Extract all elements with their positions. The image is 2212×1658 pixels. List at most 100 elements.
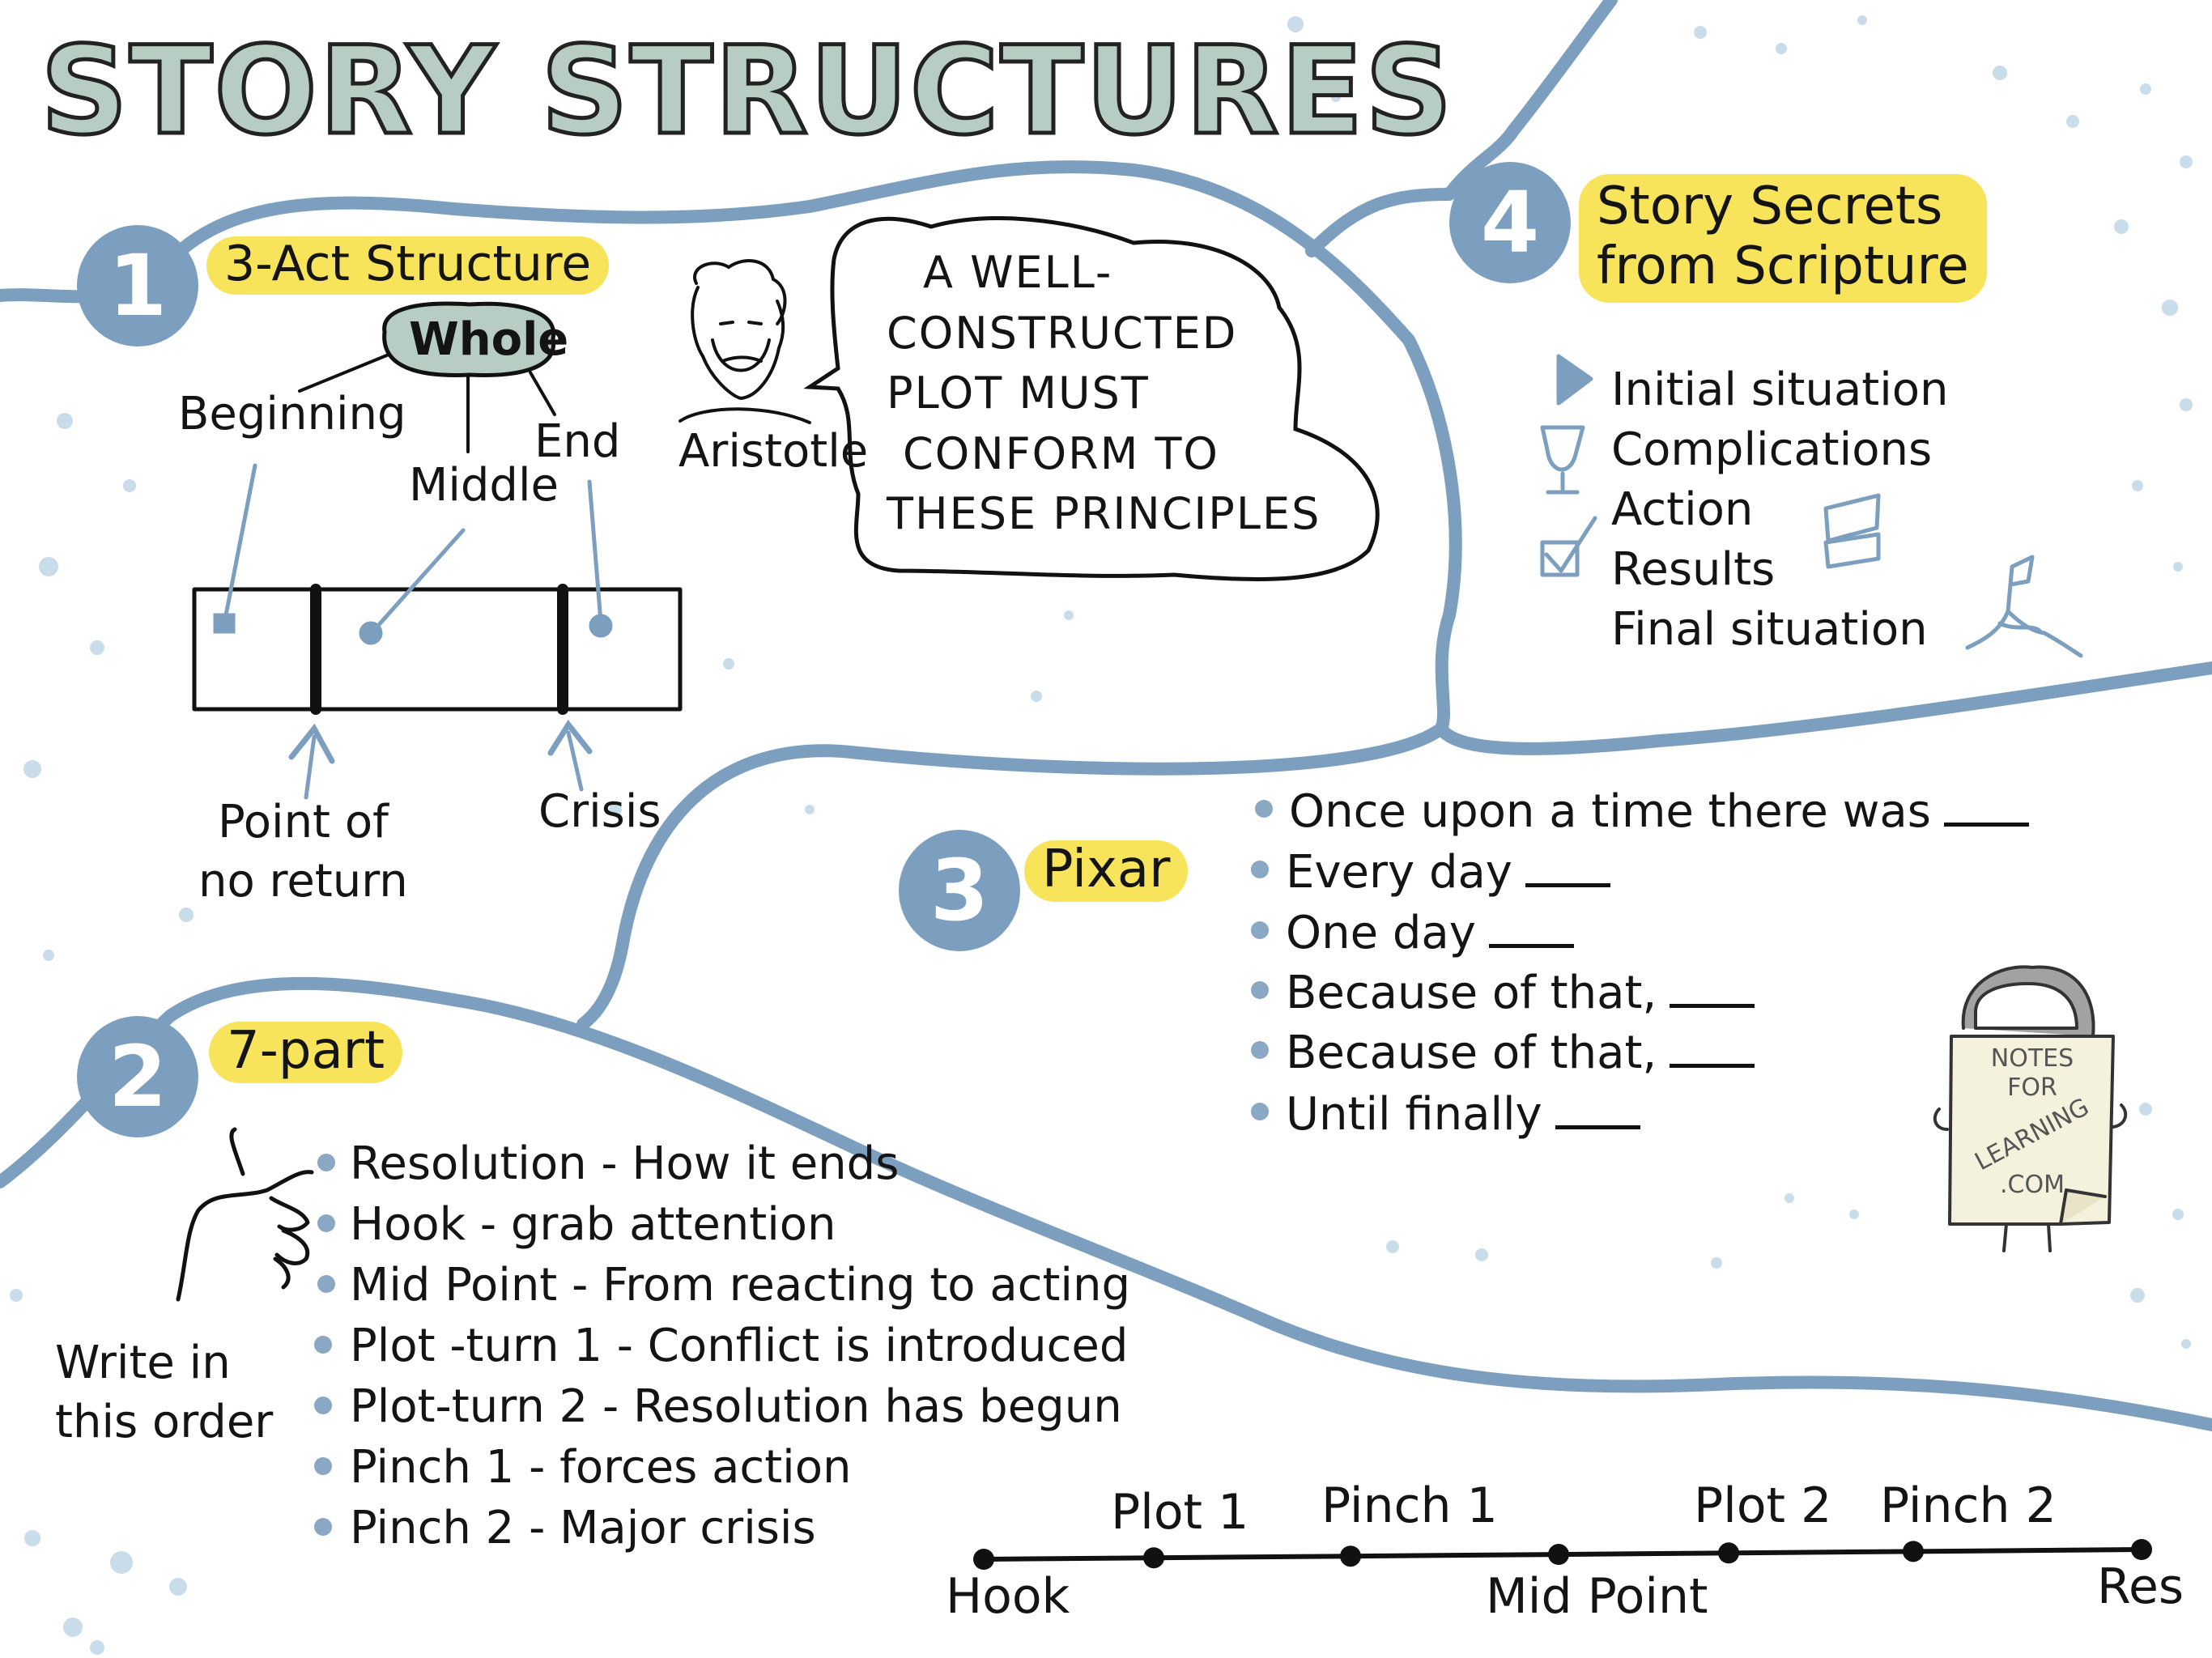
speech-line-4: CONFORM TO xyxy=(903,427,1219,479)
beginning-label: Beginning xyxy=(178,388,406,440)
decor-dot xyxy=(57,413,73,429)
river-right xyxy=(1305,0,2212,755)
act-bar xyxy=(192,587,683,712)
seven-part-item: Pinch 2 - Major crisis xyxy=(350,1502,816,1554)
bullet-icon xyxy=(1251,1041,1269,1059)
decor-dot xyxy=(1776,43,1787,54)
aristotle-label: Aristotle xyxy=(678,425,869,478)
scripture-list: Initial situation Complications Action R… xyxy=(1611,360,1949,660)
pixar-item: Because of that, xyxy=(1286,971,1755,1016)
decor-dot xyxy=(1711,1257,1722,1269)
decor-dot xyxy=(805,805,815,814)
bullet-icon xyxy=(1251,861,1269,878)
timeline-point xyxy=(1143,1547,1164,1569)
speech-line-5: THESE PRINCIPLES xyxy=(887,488,1321,540)
aristotle-face xyxy=(678,259,811,424)
decor-dot xyxy=(169,1578,187,1596)
end-label: End xyxy=(534,415,621,468)
seven-part-item: Pinch 1 - forces action xyxy=(350,1441,852,1494)
bullet-icon xyxy=(1251,921,1269,939)
decor-dot xyxy=(1475,1248,1488,1261)
decor-dot xyxy=(2066,115,2079,128)
speech-line-1: A WELL- xyxy=(923,247,1113,298)
seven-part-item: Plot-turn 2 - Resolution has begun xyxy=(350,1380,1122,1433)
decor-dot xyxy=(123,479,136,492)
decorative-dots xyxy=(10,15,2193,1655)
decor-dot xyxy=(1420,108,1430,118)
logo-line-2: FOR xyxy=(2007,1073,2057,1102)
timeline-label-plot-1: Plot 1 xyxy=(1111,1484,1249,1541)
timeline-point xyxy=(1340,1545,1361,1567)
ponr-line-2: no return xyxy=(198,854,408,908)
timeline-point xyxy=(973,1549,994,1570)
timeline-point xyxy=(1548,1544,1569,1566)
bullet-icon xyxy=(314,1336,332,1354)
river-top xyxy=(0,160,1462,1031)
decor-dot xyxy=(90,1640,104,1655)
decor-dot xyxy=(1287,16,1304,32)
section-number-3: 3 xyxy=(899,830,1020,951)
seven-part-item: Hook - grab attention xyxy=(350,1198,836,1251)
scripture-heading-line-1: Story Secrets xyxy=(1597,176,1943,236)
scripture-item: Complications xyxy=(1611,423,1933,476)
decor-dot xyxy=(1694,26,1707,39)
pixar-item: Because of that, xyxy=(1286,1031,1755,1076)
scripture-item: Initial situation xyxy=(1611,363,1949,416)
pixar-item: Once upon a time there was xyxy=(1289,789,2029,835)
section-heading-pixar: Pixar xyxy=(1024,840,1189,902)
decor-dot xyxy=(1993,66,2007,80)
write-note-line-1: Write in xyxy=(55,1337,231,1389)
crisis-label: Crisis xyxy=(538,785,661,838)
section-heading-7-part: 7-part xyxy=(209,1022,403,1083)
decor-dot xyxy=(43,950,54,961)
bullet-icon xyxy=(1251,1103,1269,1120)
whole-bubble xyxy=(382,301,556,377)
timeline-point xyxy=(1903,1541,1924,1562)
whole-label: Whole xyxy=(409,313,569,366)
decor-dot xyxy=(1857,15,1867,25)
timeline-label-plot-2: Plot 2 xyxy=(1694,1477,1832,1534)
decor-dot xyxy=(24,1530,40,1546)
river-lower xyxy=(0,976,2212,1431)
timeline-label-mid-point: Mid Point xyxy=(1486,1568,1708,1625)
logo-line-1: NOTES xyxy=(1990,1044,2074,1073)
ponr-line-1: Point of xyxy=(217,796,389,848)
speech-line-3: PLOT MUST xyxy=(887,368,1150,419)
bullet-icon xyxy=(317,1275,335,1293)
decor-dot xyxy=(2114,219,2129,234)
decor-dot xyxy=(1386,1240,1399,1253)
logo-text: NOTES FOR LEARNING .COM xyxy=(1955,1044,2109,1200)
logo-line-4: .COM xyxy=(2000,1171,2065,1199)
section-number-1: 1 xyxy=(77,225,198,346)
decor-dot xyxy=(2139,1103,2152,1116)
speech-text: A WELL- CONSTRUCTED PLOT MUST CONFORM TO… xyxy=(887,243,1321,545)
decor-dot xyxy=(2132,480,2143,491)
speech-line-2: CONSTRUCTED xyxy=(887,307,1238,359)
timeline-point xyxy=(2131,1539,2152,1560)
notes-for-learning-logo xyxy=(1933,965,2128,1252)
decor-dot xyxy=(110,1551,133,1574)
scripture-heading-line-2: from Scripture xyxy=(1597,236,1969,296)
decor-dot xyxy=(179,908,194,922)
timeline-label-pinch-2: Pinch 2 xyxy=(1880,1477,2057,1534)
point-of-no-return-label: Point of no return xyxy=(198,793,408,912)
decor-dot xyxy=(1331,92,1341,102)
scripture-item: Action xyxy=(1611,483,1754,536)
page-title: STORY STRUCTURES xyxy=(39,21,1455,162)
decor-dot xyxy=(723,658,734,670)
section-number-4: 4 xyxy=(1449,162,1571,283)
decor-dot xyxy=(10,1289,23,1302)
pixar-item: Every day xyxy=(1286,850,1610,895)
bullet-icon xyxy=(317,1214,335,1232)
section-heading-scripture: Story Secrets from Scripture xyxy=(1579,174,1987,304)
seven-part-item: Resolution - How it ends xyxy=(350,1137,900,1190)
scripture-item: Results xyxy=(1611,542,1776,596)
bullet-icon xyxy=(317,1154,335,1171)
decor-dot xyxy=(1064,610,1074,620)
decor-dot xyxy=(2180,398,2193,411)
bullet-icon xyxy=(314,1518,332,1536)
bullet-icon xyxy=(1255,800,1273,818)
timeline-label-hook: Hook xyxy=(946,1568,1070,1625)
timeline-label-res: Res xyxy=(2097,1558,2184,1615)
